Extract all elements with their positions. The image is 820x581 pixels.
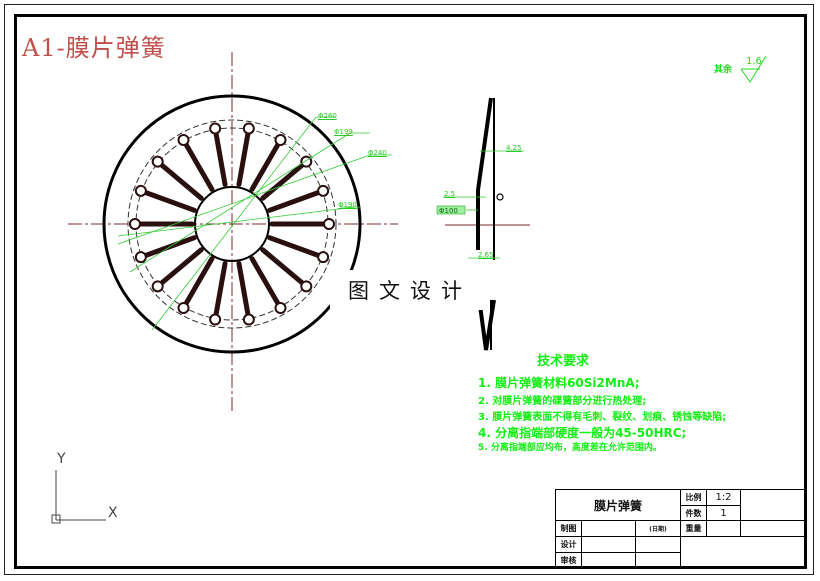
- check-label: 审核: [555, 552, 582, 569]
- dim-d199: Φ199: [334, 128, 353, 136]
- scale-value: 1:2: [706, 489, 741, 506]
- tb-blank-bottom: [680, 536, 807, 569]
- roughness-value: 1.6: [746, 56, 762, 67]
- date-label: (日期): [635, 520, 681, 537]
- weight-value: [706, 520, 741, 537]
- tech-req-item: 3. 膜片弹簧表面不得有毛刺、裂纹、划痕、锈蚀等缺陷;: [478, 412, 727, 423]
- roughness-label: 其余: [714, 65, 733, 75]
- qty-value: 1: [706, 505, 741, 521]
- qty-label: 件数: [680, 505, 707, 521]
- check-date: [635, 552, 681, 569]
- design-date: [635, 536, 681, 553]
- tech-req-title: 技术要求: [537, 354, 590, 369]
- dim-d260: Φ260: [318, 112, 337, 120]
- watermark: 图文设计: [330, 270, 490, 310]
- tech-req-item: 5. 分离指端部应均布，高度差在允许范围内。: [478, 443, 662, 453]
- check-value: [581, 552, 636, 569]
- dim-2-65: 2.65: [478, 251, 494, 259]
- drawn-label: 制图: [555, 520, 582, 537]
- drawing-frame: [14, 14, 807, 569]
- roughness-symbol-icon: [740, 55, 767, 83]
- ucs-x-label: X: [108, 505, 118, 521]
- drawing-title: A1-膜片弹簧: [22, 34, 166, 62]
- dim-2-5: 2.5: [444, 190, 456, 198]
- ucs-y-label: Y: [57, 451, 66, 467]
- dim-4-25: 4.25: [506, 144, 522, 152]
- ucs-icon: [51, 470, 106, 524]
- scale-label: 比例: [680, 489, 707, 506]
- design-value: [581, 536, 636, 553]
- weight-label: 重量: [680, 520, 707, 537]
- design-label: 设计: [555, 536, 582, 553]
- dim-d240: Φ240: [368, 149, 387, 157]
- outer-border: [4, 4, 814, 575]
- dim-d190: Φ190: [338, 201, 357, 209]
- spring-fingers: [129, 122, 335, 326]
- tech-req-item: 2. 对膜片弹簧的碟簧部分进行热处理;: [478, 396, 647, 407]
- tb-blank-top: [740, 489, 807, 521]
- title-block: 膜片弹簧 比例 1:2 件数 1 制图 (日期) 重量 设计 审核: [555, 489, 807, 569]
- tb-blank-mid: [740, 520, 807, 537]
- drawn-value: [581, 520, 636, 537]
- part-name: 膜片弹簧: [555, 489, 681, 521]
- tech-req-item: 1. 膜片弹簧材料60Si2MnA;: [478, 376, 640, 390]
- tech-req-item: 4. 分离指端部硬度一般为45-50HRC;: [478, 426, 687, 440]
- dim-d100: Φ100: [439, 207, 458, 215]
